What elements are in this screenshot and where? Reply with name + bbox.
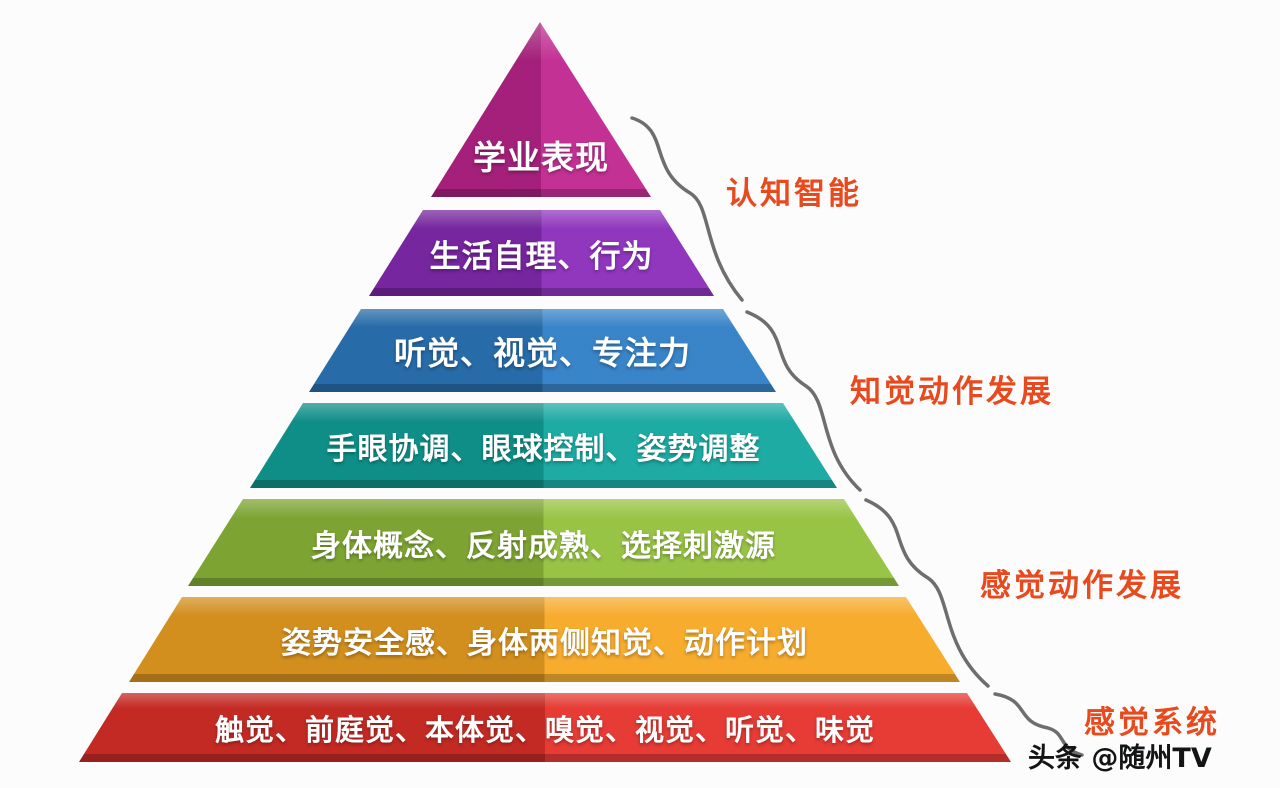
level-label: 学业表现: [473, 138, 609, 177]
annotation-sensory-motor-development: 感觉动作发展: [980, 568, 1184, 604]
level-label: 身体概念、反射成熟、选择刺激源: [311, 528, 776, 564]
pyramid-level-selfcare-behavior: 生活自理、行为: [369, 210, 714, 296]
pyramid-level-coordination-posture: 手眼协调、眼球控制、姿势调整: [250, 403, 837, 488]
pyramid-level-body-concept-reflex: 身体概念、反射成熟、选择刺激源: [188, 499, 899, 586]
pyramid-level-sensory-systems: 触觉、前庭觉、本体觉、嗅觉、视觉、听觉、味觉: [79, 693, 1011, 762]
annotation-sensory-system: 感觉系统: [1084, 705, 1220, 741]
pyramid-level-hearing-vision-focus: 听觉、视觉、专注力: [309, 309, 776, 392]
annotation-cognitive-intelligence: 认知智能: [726, 176, 862, 212]
pyramid-level-postural-security-planning: 姿势安全感、身体两侧知觉、动作计划: [129, 597, 960, 682]
level-label: 听觉、视觉、专注力: [393, 333, 691, 372]
level-label: 生活自理、行为: [429, 238, 654, 275]
pyramid-level-academic-performance: 学业表现: [431, 22, 651, 197]
watermark: 头条 @随州TV: [1028, 743, 1212, 774]
level-label: 触觉、前庭觉、本体觉、嗅觉、视觉、听觉、味觉: [214, 712, 875, 747]
level-label: 手眼协调、眼球控制、姿势调整: [326, 431, 761, 467]
level-label: 姿势安全感、身体两侧知觉、动作计划: [281, 625, 808, 661]
annotation-perceptual-motor-development: 知觉动作发展: [850, 374, 1054, 410]
